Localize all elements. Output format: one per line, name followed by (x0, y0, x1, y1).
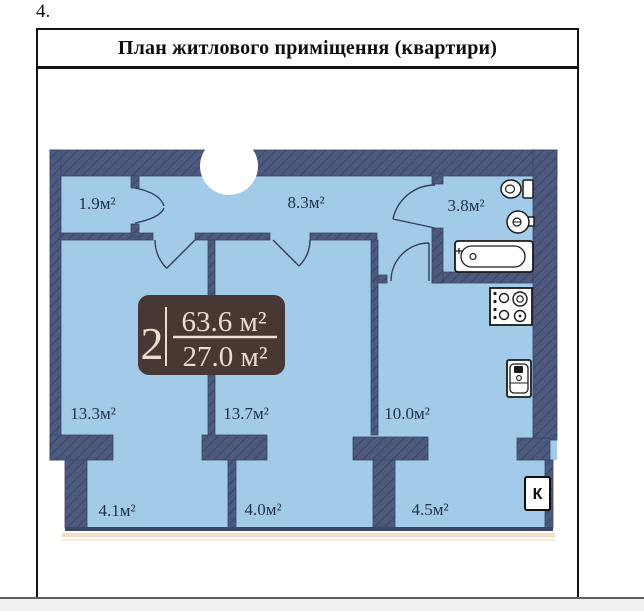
partition-hall-3 (309, 232, 378, 241)
closet-door-stub-top (130, 175, 140, 189)
toilet-icon (500, 179, 534, 199)
room-label-balcony-2: 4.0м² (244, 500, 281, 519)
partition-kitchen (370, 239, 379, 436)
apartment-card-bg (138, 295, 285, 375)
wall-bottom-right-block (516, 437, 551, 461)
balcony-sill (62, 533, 555, 537)
room2-door-arc (272, 239, 311, 267)
partition-kitchen-stub (377, 274, 388, 284)
wall-bottom-left-block (49, 434, 114, 461)
balcony-divider-2 (372, 459, 396, 528)
rooms-count: 2 (141, 318, 164, 369)
apartment-card: 2 63.6 м² 27.0 м² (138, 295, 285, 375)
kitchen-door-arc (390, 242, 430, 282)
bathroom-wall-lower (431, 227, 444, 284)
door-arcs (134, 184, 436, 282)
kitchen-marker: К (524, 476, 551, 511)
room-label-living-2: 13.7м² (223, 404, 269, 423)
entrance-opening (200, 137, 258, 195)
wall-right (532, 149, 558, 441)
wall-bathroom-bottom (431, 271, 534, 284)
balcony-rail (65, 527, 553, 531)
wall-left (49, 149, 62, 461)
kitchen-marker-letter: К (533, 486, 543, 503)
balcony-windows (62, 527, 555, 541)
balcony-wall-left (64, 459, 88, 529)
room-label-closet: 1.9м² (78, 194, 115, 213)
walls (49, 149, 558, 529)
sink-icon (506, 210, 535, 234)
page-edge-area (0, 599, 644, 611)
closet-door-stub-bottom (130, 223, 140, 238)
room-label-bathroom: 3.8м² (447, 196, 484, 215)
stove-icon (489, 287, 533, 326)
room-labels: 1.9м² 8.3м² 3.8м² 13.3м² 13.7м² 10.0м² 4… (70, 193, 484, 520)
bathroom-door-arc (392, 184, 436, 229)
room1-door-arc (154, 239, 196, 269)
room-label-balcony-1: 4.1м² (98, 501, 135, 520)
closet-door-arc (134, 187, 165, 224)
wall-bottom-kitchen-block (352, 436, 429, 461)
document-table-frame: План житлового приміщення (квартири) (36, 28, 579, 597)
room-label-balcony-3: 4.5м² (411, 500, 448, 519)
wall-bottom-mid-block (201, 434, 268, 461)
balcony-divider-1 (227, 459, 237, 528)
wall-top (49, 149, 558, 177)
balcony-sill-2 (62, 539, 555, 541)
bathroom-wall-stub (431, 172, 444, 185)
partition-hall-2 (194, 232, 271, 241)
living-area: 27.0 м² (182, 341, 267, 373)
bathtub-icon (454, 240, 534, 273)
page-title: План житлового приміщення (квартири) (38, 30, 577, 69)
page-edge-line (0, 597, 644, 599)
total-area: 63.6 м² (181, 306, 266, 338)
partition-hall-1 (59, 232, 154, 241)
room-label-hallway: 8.3м² (287, 193, 324, 212)
kitchen-sink-icon (506, 359, 532, 398)
room-label-kitchen: 10.0м² (384, 404, 430, 423)
room-label-living-1: 13.3м² (70, 404, 116, 423)
floor-area (50, 150, 557, 531)
item-number: 4. (36, 1, 51, 22)
